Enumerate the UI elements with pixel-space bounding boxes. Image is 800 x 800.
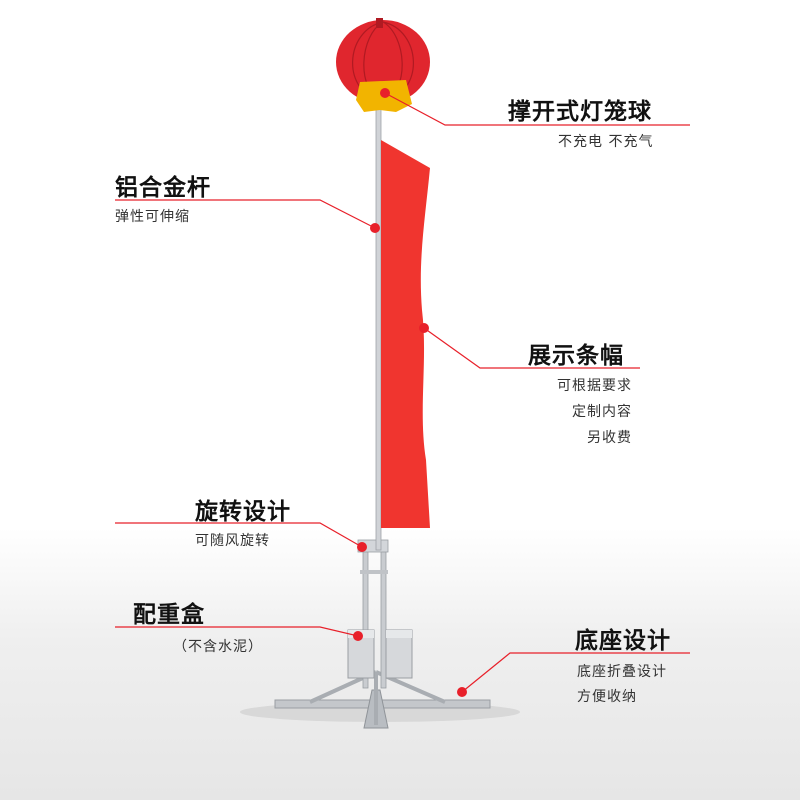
red-banner (381, 140, 430, 528)
marker-rotate (357, 542, 367, 552)
marker-weight (353, 631, 363, 641)
base-label-title: 底座设计 (575, 628, 671, 654)
red-lantern (336, 18, 430, 112)
base-label-sub-2: 方便收纳 (577, 689, 637, 705)
marker-banner (419, 323, 429, 333)
pole-label-title: 铝合金杆 (115, 175, 211, 201)
banner-label-title: 展示条幅 (528, 343, 624, 369)
base-label-sub-1: 底座折叠设计 (577, 664, 667, 680)
rotate-label-title: 旋转设计 (195, 499, 291, 525)
leader-lines (115, 92, 690, 693)
banner-label-sub-2: 定制内容 (572, 404, 632, 420)
lantern-label-title: 撑开式灯笼球 (508, 99, 652, 125)
marker-lantern (380, 88, 390, 98)
pole-label-sub: 弹性可伸缩 (115, 209, 190, 225)
marker-base (457, 687, 467, 697)
weight-label-title: 配重盒 (133, 602, 205, 628)
marker-pole (370, 223, 380, 233)
rotate-label-sub: 可随风旋转 (195, 533, 270, 549)
banner-label-sub-3: 另收费 (587, 430, 632, 446)
weight-label-sub: （不含水泥） (173, 639, 263, 655)
lantern-label-sub: 不充电 不充气 (558, 134, 654, 150)
aluminum-pole (375, 94, 382, 551)
marker-dots (353, 88, 467, 697)
banner-label-sub-1: 可根据要求 (557, 378, 632, 394)
